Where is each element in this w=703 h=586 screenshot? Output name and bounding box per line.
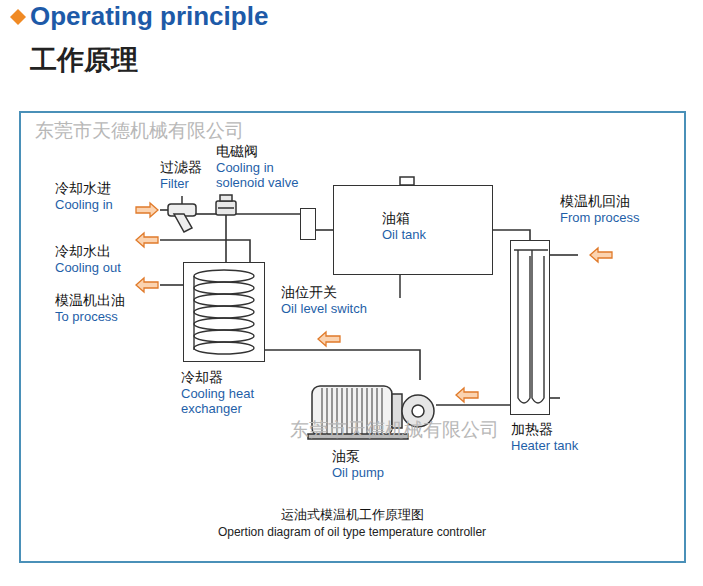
header-diamond [10,9,26,25]
pipe [225,215,227,262]
heater-tank: 加热器Heater tank [510,240,550,415]
heater-element [514,250,548,403]
cooler-coil [194,270,254,354]
port-label: 模温机出油 [55,292,125,309]
filter: 过滤器Filter [168,196,196,232]
oil-tank: 油箱Oil tank [333,185,493,275]
part-name-english: Cooling in solenoid valve [216,160,308,190]
port-label: 冷却水出 [55,243,111,260]
port-label: 冷却水进 [55,180,111,197]
part-name: 冷却器 [181,369,276,386]
pipe [316,229,333,231]
part-name: 油箱 [382,210,482,227]
oil-level-switch: 油位开关Oil level switch [300,208,316,240]
caption-english: Opertion diagram of oil type temperature… [218,525,486,539]
part-name: 电磁阀 [216,143,308,160]
port-label: 模温机回油 [560,193,630,210]
part-name-english: Filter [160,176,220,191]
part-name: 过滤器 [160,159,220,176]
frame [20,112,685,562]
part-name-english: Oil level switch [281,301,391,316]
part-name-english: Oil tank [382,227,482,242]
part-name-english: Heater tank [511,438,601,453]
subtitle: 工作原理 [30,42,138,78]
pipe [196,213,216,215]
caption: 运油式模温机工作原理图 [281,506,424,524]
pipe [436,404,510,406]
cooling-heat-exchanger: 冷却器Cooling heat exchanger [183,262,265,362]
port-label: From process [560,210,639,225]
port-label: To process [55,309,118,324]
part-name-english: Oil pump [332,465,412,480]
filter-symbol [168,196,196,232]
solenoid-valve-symbol [216,195,236,215]
pipe [265,350,420,380]
watermark: 东莞市天德机械有限公司 [35,118,244,144]
part-name: 油位开关 [281,284,391,301]
port-label: Cooling in [55,197,113,212]
port-label: Cooling out [55,260,121,275]
pipe [493,230,530,240]
part-name-english: Cooling heat exchanger [181,386,276,416]
page-title: Operating principle [30,1,268,32]
watermark: 东莞市天德机械有限公司 [290,417,499,443]
part-name: 油泵 [332,448,412,465]
pipe [236,213,300,215]
part-name: 加热器 [511,421,601,438]
solenoid-valve: 电磁阀Cooling in solenoid valve [216,195,236,215]
